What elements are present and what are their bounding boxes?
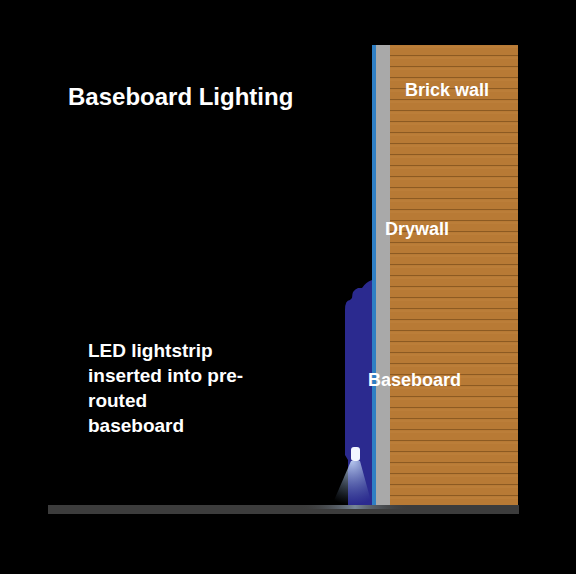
brick-wall: [390, 45, 518, 505]
drywall: [376, 45, 390, 505]
floor: [48, 505, 519, 514]
part-label: Brick wall: [405, 79, 489, 102]
floor-glow: [300, 505, 410, 509]
part-label: Drywall: [385, 218, 449, 241]
drywall-edge: [372, 45, 376, 505]
light-cone: [332, 461, 372, 505]
note-text: LED lightstrip inserted into pre-routed …: [88, 338, 248, 438]
led-lightstrip: [351, 447, 360, 461]
diagram-title: Baseboard Lighting: [68, 81, 293, 112]
part-label: Baseboard: [368, 369, 461, 392]
